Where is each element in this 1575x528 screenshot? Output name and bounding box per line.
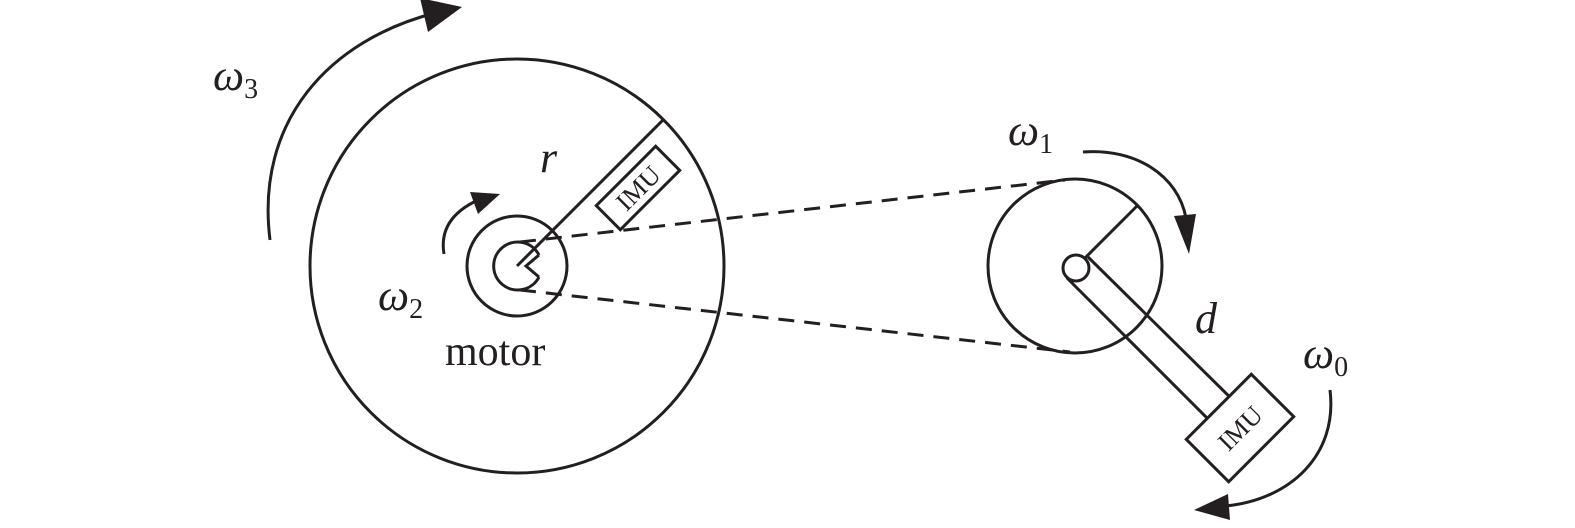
- imu-box-large: IMU: [594, 144, 682, 232]
- radius-label: r: [540, 133, 558, 182]
- shaft-notch: [523, 253, 540, 279]
- motor-shaft: [492, 240, 541, 292]
- pulley-radius-line: [1083, 203, 1140, 260]
- omega3-arrowhead: [420, 0, 462, 32]
- omega0-label: ω0: [1303, 329, 1348, 383]
- belt-upper: [519, 178, 1066, 244]
- pendulum-arm-edge-upper: [1086, 255, 1247, 414]
- motor-hub: [465, 214, 569, 318]
- belt-lower: [519, 288, 1071, 354]
- radius-arm: [515, 118, 665, 268]
- omega0-arc: [1224, 389, 1333, 508]
- small-pulley: [986, 177, 1164, 355]
- omega2-label: ω2: [378, 271, 423, 325]
- omega1-label: ω1: [1008, 106, 1053, 160]
- large-disk: [308, 57, 726, 475]
- omega2-arrowhead: [470, 192, 500, 214]
- omega3-label: ω3: [213, 51, 258, 105]
- pendulum-arm-edge-lower: [1065, 276, 1224, 435]
- omega3-arc: [266, 11, 436, 241]
- imu-box-small: IMU: [1184, 372, 1296, 484]
- omega0-arrowhead: [1194, 494, 1230, 520]
- motor-label: motor: [445, 329, 545, 375]
- pulley-axle: [1061, 253, 1091, 283]
- distance-label: d: [1195, 294, 1218, 343]
- omega1-arrowhead: [1174, 214, 1196, 254]
- omega2-arc: [441, 198, 479, 255]
- omega1-arc: [1082, 150, 1188, 219]
